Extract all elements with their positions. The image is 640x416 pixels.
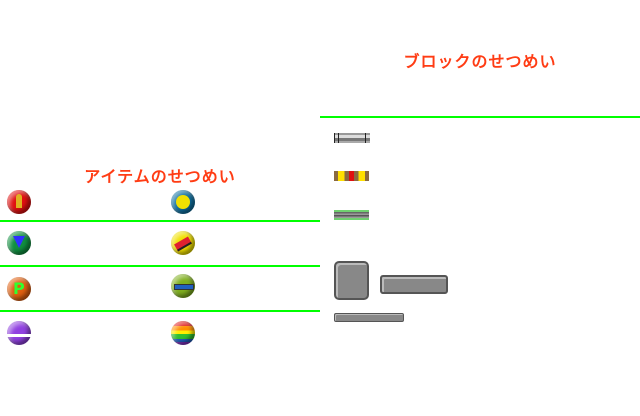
item-yellow-orb — [171, 231, 195, 255]
thin-stone-bar-block-icon — [334, 313, 404, 322]
wave-icon — [7, 334, 31, 337]
item-red-orb — [7, 190, 31, 214]
divider — [0, 220, 320, 222]
item-rainbow-orb — [171, 321, 195, 345]
p-icon: P — [13, 279, 25, 298]
cracked-stone-bar-block-icon — [380, 275, 448, 294]
item-green-orb — [7, 231, 31, 255]
green-striped-block-icon — [334, 210, 369, 220]
eraser-icon — [174, 236, 192, 252]
items-title: アイテムのせつめい — [84, 167, 236, 186]
item-blue-orb — [171, 190, 195, 214]
bullet-icon — [16, 194, 22, 208]
divider — [0, 310, 320, 312]
item-lime-orb — [171, 274, 195, 298]
item-purple-orb — [7, 321, 31, 345]
item-orange-orb: P — [7, 277, 31, 301]
divider — [320, 116, 640, 118]
gray-pipe-block-icon — [334, 133, 370, 143]
minus-bar-icon — [174, 284, 194, 290]
blocks-title: ブロックのせつめい — [403, 52, 557, 71]
down-arrow-icon — [13, 236, 25, 248]
cracked-stone-square-block-icon — [334, 261, 369, 300]
hazard-striped-block-icon — [334, 171, 369, 181]
divider — [0, 265, 320, 267]
yellow-ball-icon — [176, 195, 190, 209]
